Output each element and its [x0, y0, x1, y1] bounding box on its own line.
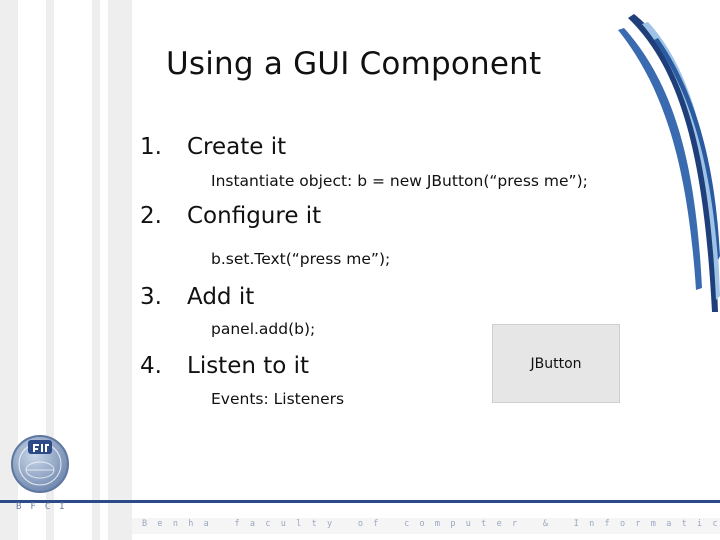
step-number: 1.: [140, 134, 162, 160]
footer-band: [132, 518, 720, 534]
decorative-swoosh-graphic: [618, 14, 720, 312]
faculty-logo-icon: [11, 435, 69, 493]
step-1-detail: Instantiate object: b = new JButton(“pre…: [211, 172, 588, 190]
background-stripes: [0, 0, 140, 540]
step-label: Configure it: [187, 203, 322, 229]
step-number: 4.: [140, 353, 162, 379]
step-2-detail: b.set.Text(“press me”);: [211, 250, 391, 268]
jbutton-label: JButton: [530, 355, 582, 372]
stripe: [92, 0, 100, 540]
step-label: Add it: [187, 284, 255, 310]
step-3-detail: panel.add(b);: [211, 320, 316, 338]
org-code: BFCI: [16, 502, 74, 512]
footer-tagline: Benha faculty of computer & Informatics: [142, 519, 720, 529]
step-label: Create it: [187, 134, 287, 160]
stripe: [0, 0, 18, 540]
step-4-detail: Events: Listeners: [211, 390, 345, 408]
step-number: 3.: [140, 284, 162, 310]
step-number: 2.: [140, 203, 162, 229]
stripe: [108, 0, 132, 540]
footer-rule: [0, 500, 720, 503]
slide-title: Using a GUI Component: [166, 46, 542, 82]
step-label: Listen to it: [187, 353, 310, 379]
stripe: [46, 0, 54, 540]
jbutton-example: JButton: [492, 324, 620, 403]
